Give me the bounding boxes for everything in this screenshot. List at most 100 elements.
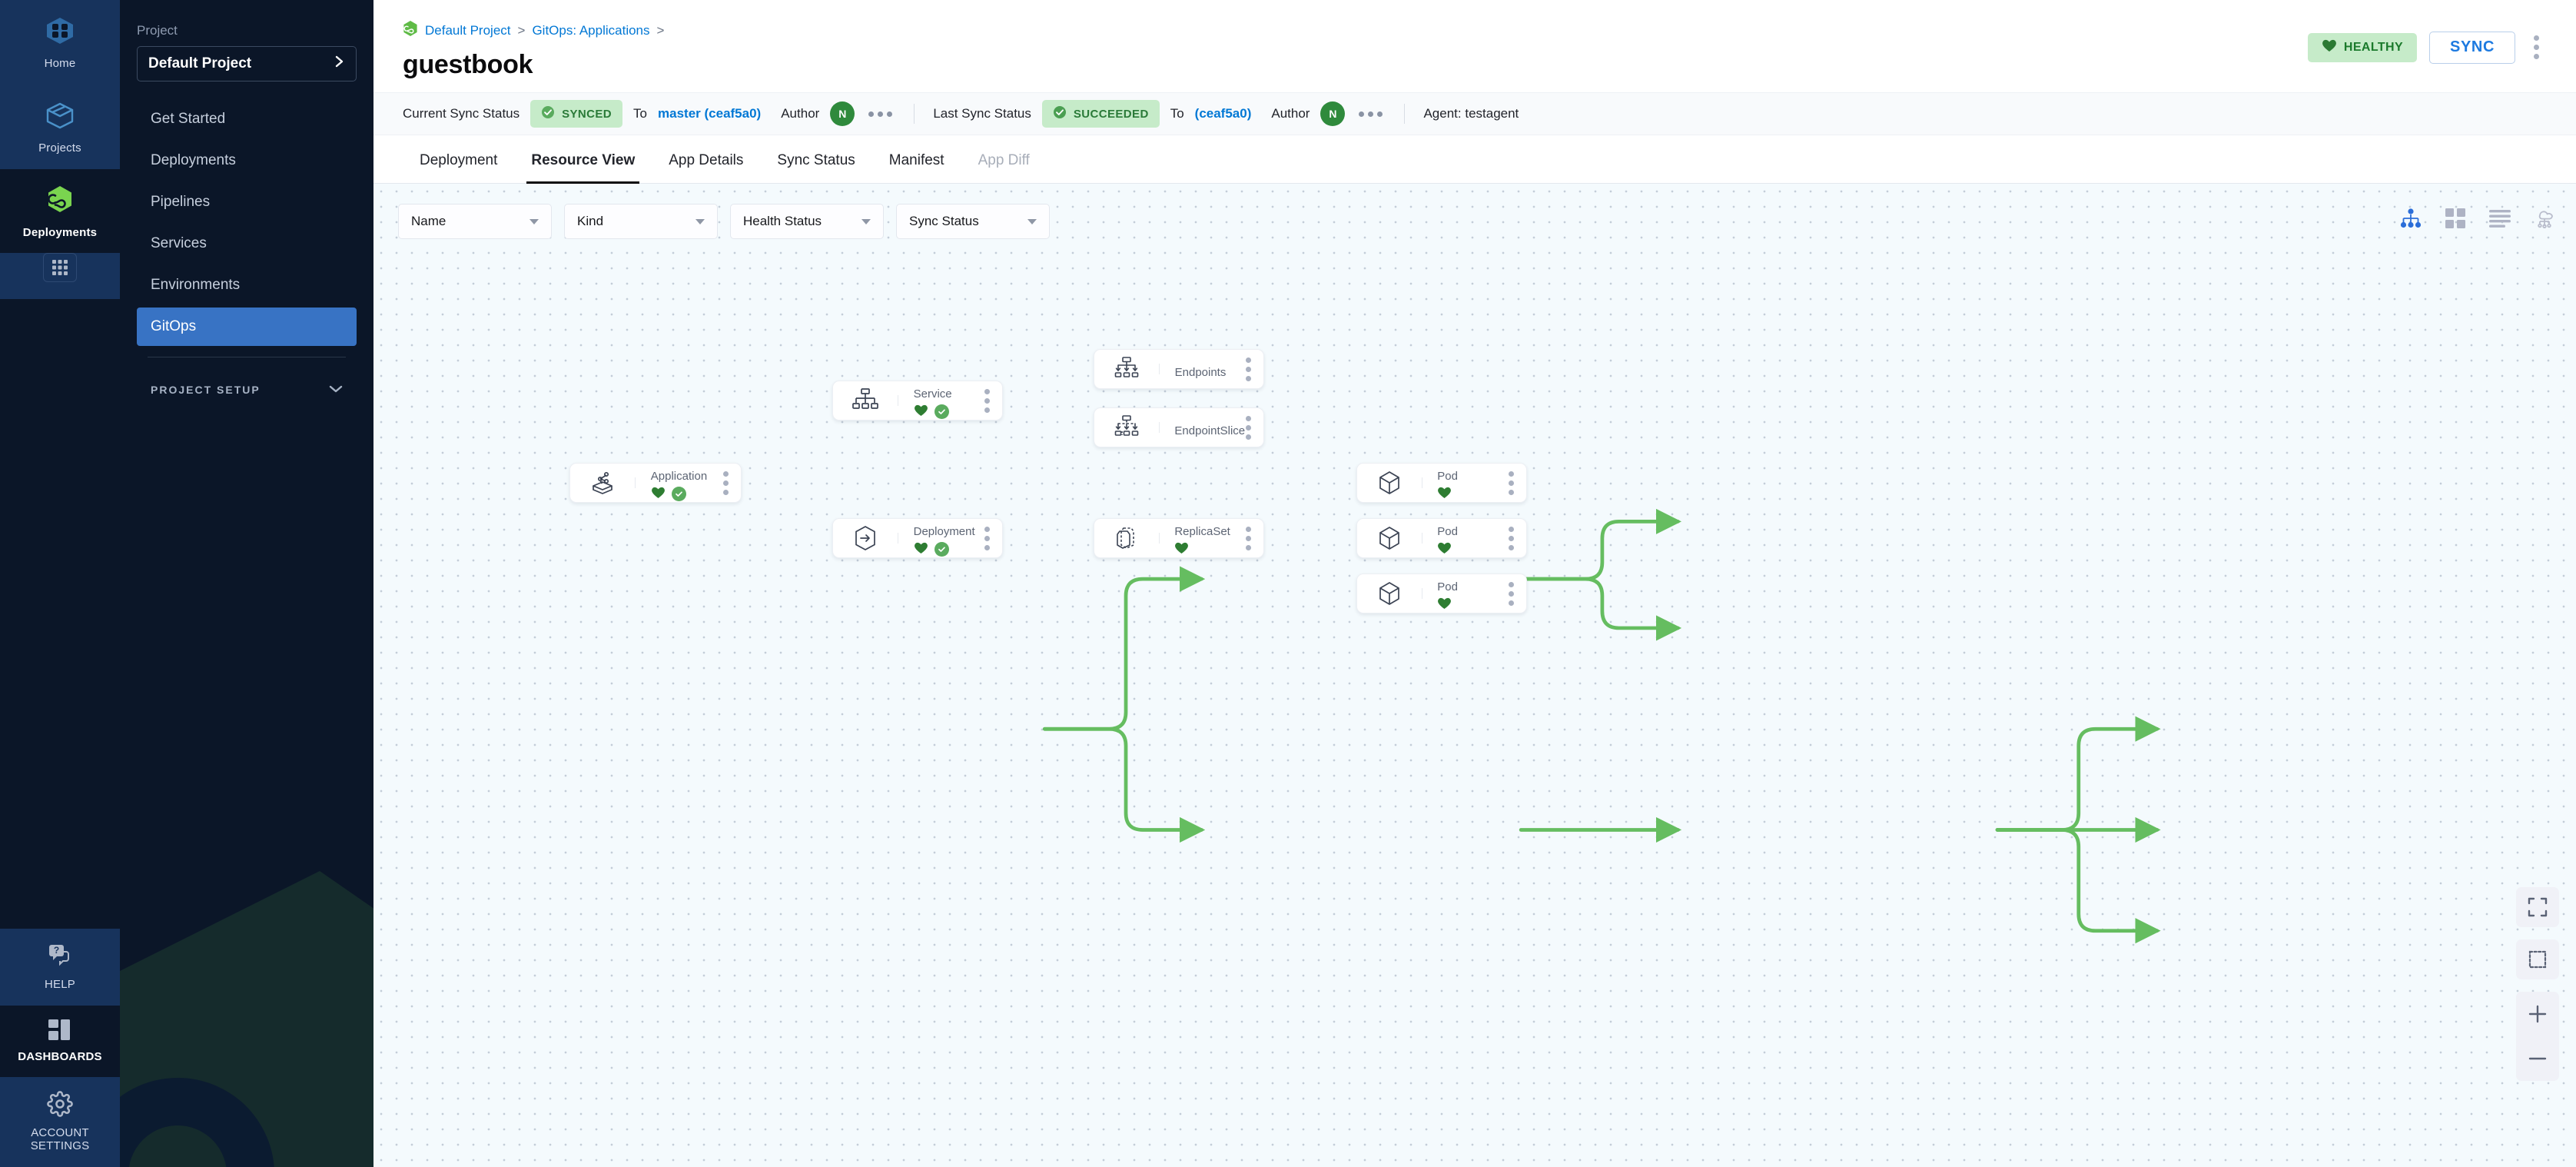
graph-node-application[interactable]: guestbook Application [569, 463, 742, 503]
current-sync-revision-link[interactable]: master (ceaf5a0) [658, 106, 762, 121]
project-sidebar: Project Default Project Get Started Depl… [120, 0, 373, 1167]
graph-node-pod-1[interactable]: guestbook-ui-5b64f6959… Pod [1356, 463, 1527, 503]
tree-view-icon[interactable] [2399, 207, 2422, 230]
tab-resource-view[interactable]: Resource View [514, 135, 652, 184]
nav-item-deployments[interactable]: Deployments [0, 168, 120, 254]
breadcrumb-separator-1: > [517, 22, 526, 38]
nav-item-dashboards-label: DASHBOARDS [18, 1049, 102, 1063]
filter-health-status[interactable]: Health Status [730, 204, 884, 239]
graph-node-deployment[interactable]: guestbook-ui Deployment [832, 518, 1003, 558]
sidebar-item-get-started-label: Get Started [151, 111, 226, 127]
sidebar-item-services-label: Services [151, 235, 207, 251]
nav-item-dashboards[interactable]: DASHBOARDS [0, 1005, 120, 1078]
graph-node-replicaset[interactable]: guestbook-ui-5b64f69597 ReplicaSet [1094, 518, 1264, 558]
sync-status-bar: Current Sync Status SYNCED To master (ce… [373, 92, 2576, 135]
header-more-menu-icon[interactable] [2528, 31, 2545, 64]
last-sync-revision-link[interactable]: (ceaf5a0) [1194, 106, 1252, 121]
network-view-icon[interactable] [2533, 207, 2556, 230]
graph-node-pod-2[interactable]: guestbook-ui-5b64f6959… Pod [1356, 518, 1527, 558]
chevron-down-icon [695, 218, 705, 224]
filter-kind[interactable]: Kind [564, 204, 718, 239]
current-author-more-icon[interactable] [865, 107, 895, 121]
tab-manifest[interactable]: Manifest [888, 152, 944, 168]
nav-item-home[interactable]: Home [0, 0, 120, 85]
resource-graph-canvas[interactable]: Name Kind Health Status Sync Status [373, 184, 2576, 1167]
last-author-more-icon[interactable] [1356, 107, 1386, 121]
node-badges [914, 404, 971, 420]
heart-icon [2322, 38, 2337, 56]
node-more-menu-icon[interactable] [978, 526, 1002, 550]
apps-grid-icon [52, 260, 68, 276]
nav-item-help-label: HELP [45, 977, 75, 991]
main-content: Default Project > GitOps: Applications >… [373, 0, 2576, 1167]
zoom-out-icon[interactable] [2516, 1036, 2559, 1081]
filter-name[interactable]: Name [398, 204, 552, 239]
pod-icon [1357, 574, 1422, 613]
tab-deployment[interactable]: Deployment [420, 152, 498, 168]
check-circle-icon [934, 404, 949, 419]
zoom-in-icon[interactable] [2516, 992, 2559, 1036]
fit-to-screen-icon[interactable] [2516, 939, 2559, 979]
breadcrumb-separator-2: > [656, 22, 665, 38]
project-selector-button[interactable]: Default Project [137, 46, 357, 81]
filter-health-status-label: Health Status [743, 214, 822, 228]
chevron-down-icon [329, 384, 343, 396]
filter-sync-status-label: Sync Status [909, 214, 979, 228]
node-kind: EndpointSlice [1174, 424, 1246, 437]
graph-node-endpointslice[interactable]: guestbook-ui-ncpmr EndpointSlice [1094, 407, 1264, 447]
sidebar-item-environments[interactable]: Environments [137, 266, 357, 304]
node-more-menu-icon[interactable] [1502, 526, 1526, 550]
sidebar-project-setup-toggle[interactable]: PROJECT SETUP [137, 374, 357, 405]
breadcrumb-item-default-project[interactable]: Default Project [425, 22, 511, 38]
tab-sync-status[interactable]: Sync Status [777, 152, 855, 168]
node-more-menu-icon[interactable] [1240, 526, 1263, 550]
sync-button[interactable]: SYNC [2429, 31, 2515, 64]
status-divider [914, 104, 915, 124]
node-name: guestbook-ui [1175, 361, 1232, 362]
current-author-label: Author [781, 106, 820, 121]
filter-sync-status[interactable]: Sync Status [896, 204, 1050, 239]
nav-item-help[interactable]: ? HELP [0, 928, 120, 1006]
check-circle-icon [1053, 105, 1067, 122]
tab-bar: Deployment Resource View App Details Syn… [373, 135, 2576, 184]
node-badges [1437, 487, 1495, 502]
node-more-menu-icon[interactable] [1240, 357, 1263, 381]
node-more-menu-icon[interactable] [717, 470, 741, 495]
grid-view-icon[interactable] [2444, 207, 2467, 230]
node-more-menu-icon[interactable] [1240, 415, 1263, 440]
project-label: Project [137, 23, 178, 38]
node-more-menu-icon[interactable] [978, 388, 1002, 413]
sidebar-item-get-started[interactable]: Get Started [137, 100, 357, 138]
endpointslice-icon [1094, 408, 1159, 447]
node-more-menu-icon[interactable] [1502, 581, 1526, 606]
fullscreen-icon[interactable] [2516, 887, 2559, 927]
breadcrumb-item-gitops-applications[interactable]: GitOps: Applications [532, 22, 650, 38]
filter-bar: Name Kind Health Status Sync Status [398, 204, 1050, 239]
nav-item-account-settings[interactable]: ACCOUNT SETTINGS [0, 1077, 120, 1167]
canvas-controls [2516, 887, 2559, 1081]
apps-grid-icon-button[interactable] [43, 253, 77, 283]
application-icon [570, 464, 635, 502]
sidebar-item-pipelines[interactable]: Pipelines [137, 183, 357, 221]
current-sync-status-label: Current Sync Status [403, 106, 520, 121]
tab-app-details[interactable]: App Details [669, 152, 744, 168]
status-badge-healthy: HEALTHY [2307, 32, 2418, 62]
node-kind: ReplicaSet [1174, 524, 1230, 538]
node-badges [651, 487, 709, 502]
sidebar-item-services[interactable]: Services [137, 224, 357, 263]
filter-name-label: Name [411, 214, 446, 228]
sidebar-item-gitops[interactable]: GitOps [137, 308, 357, 346]
node-body: guestbook-ui-5b64f6959… Pod [1422, 519, 1502, 557]
graph-node-service[interactable]: guestbook-ui Service [832, 381, 1003, 421]
list-view-icon[interactable] [2488, 207, 2511, 230]
graph-node-pod-3[interactable]: guestbook-ui-5b64f6959… Pod [1356, 574, 1527, 613]
nav-item-projects[interactable]: Projects [0, 84, 120, 169]
node-more-menu-icon[interactable] [1502, 470, 1526, 495]
heart-icon [1437, 541, 1452, 557]
heart-icon [914, 541, 928, 557]
sidebar-item-deployments[interactable]: Deployments [137, 141, 357, 180]
graph-node-endpoints[interactable]: guestbook-ui Endpoints [1094, 349, 1264, 389]
svg-text:?: ? [54, 945, 59, 956]
nav-item-home-label: Home [44, 57, 76, 70]
